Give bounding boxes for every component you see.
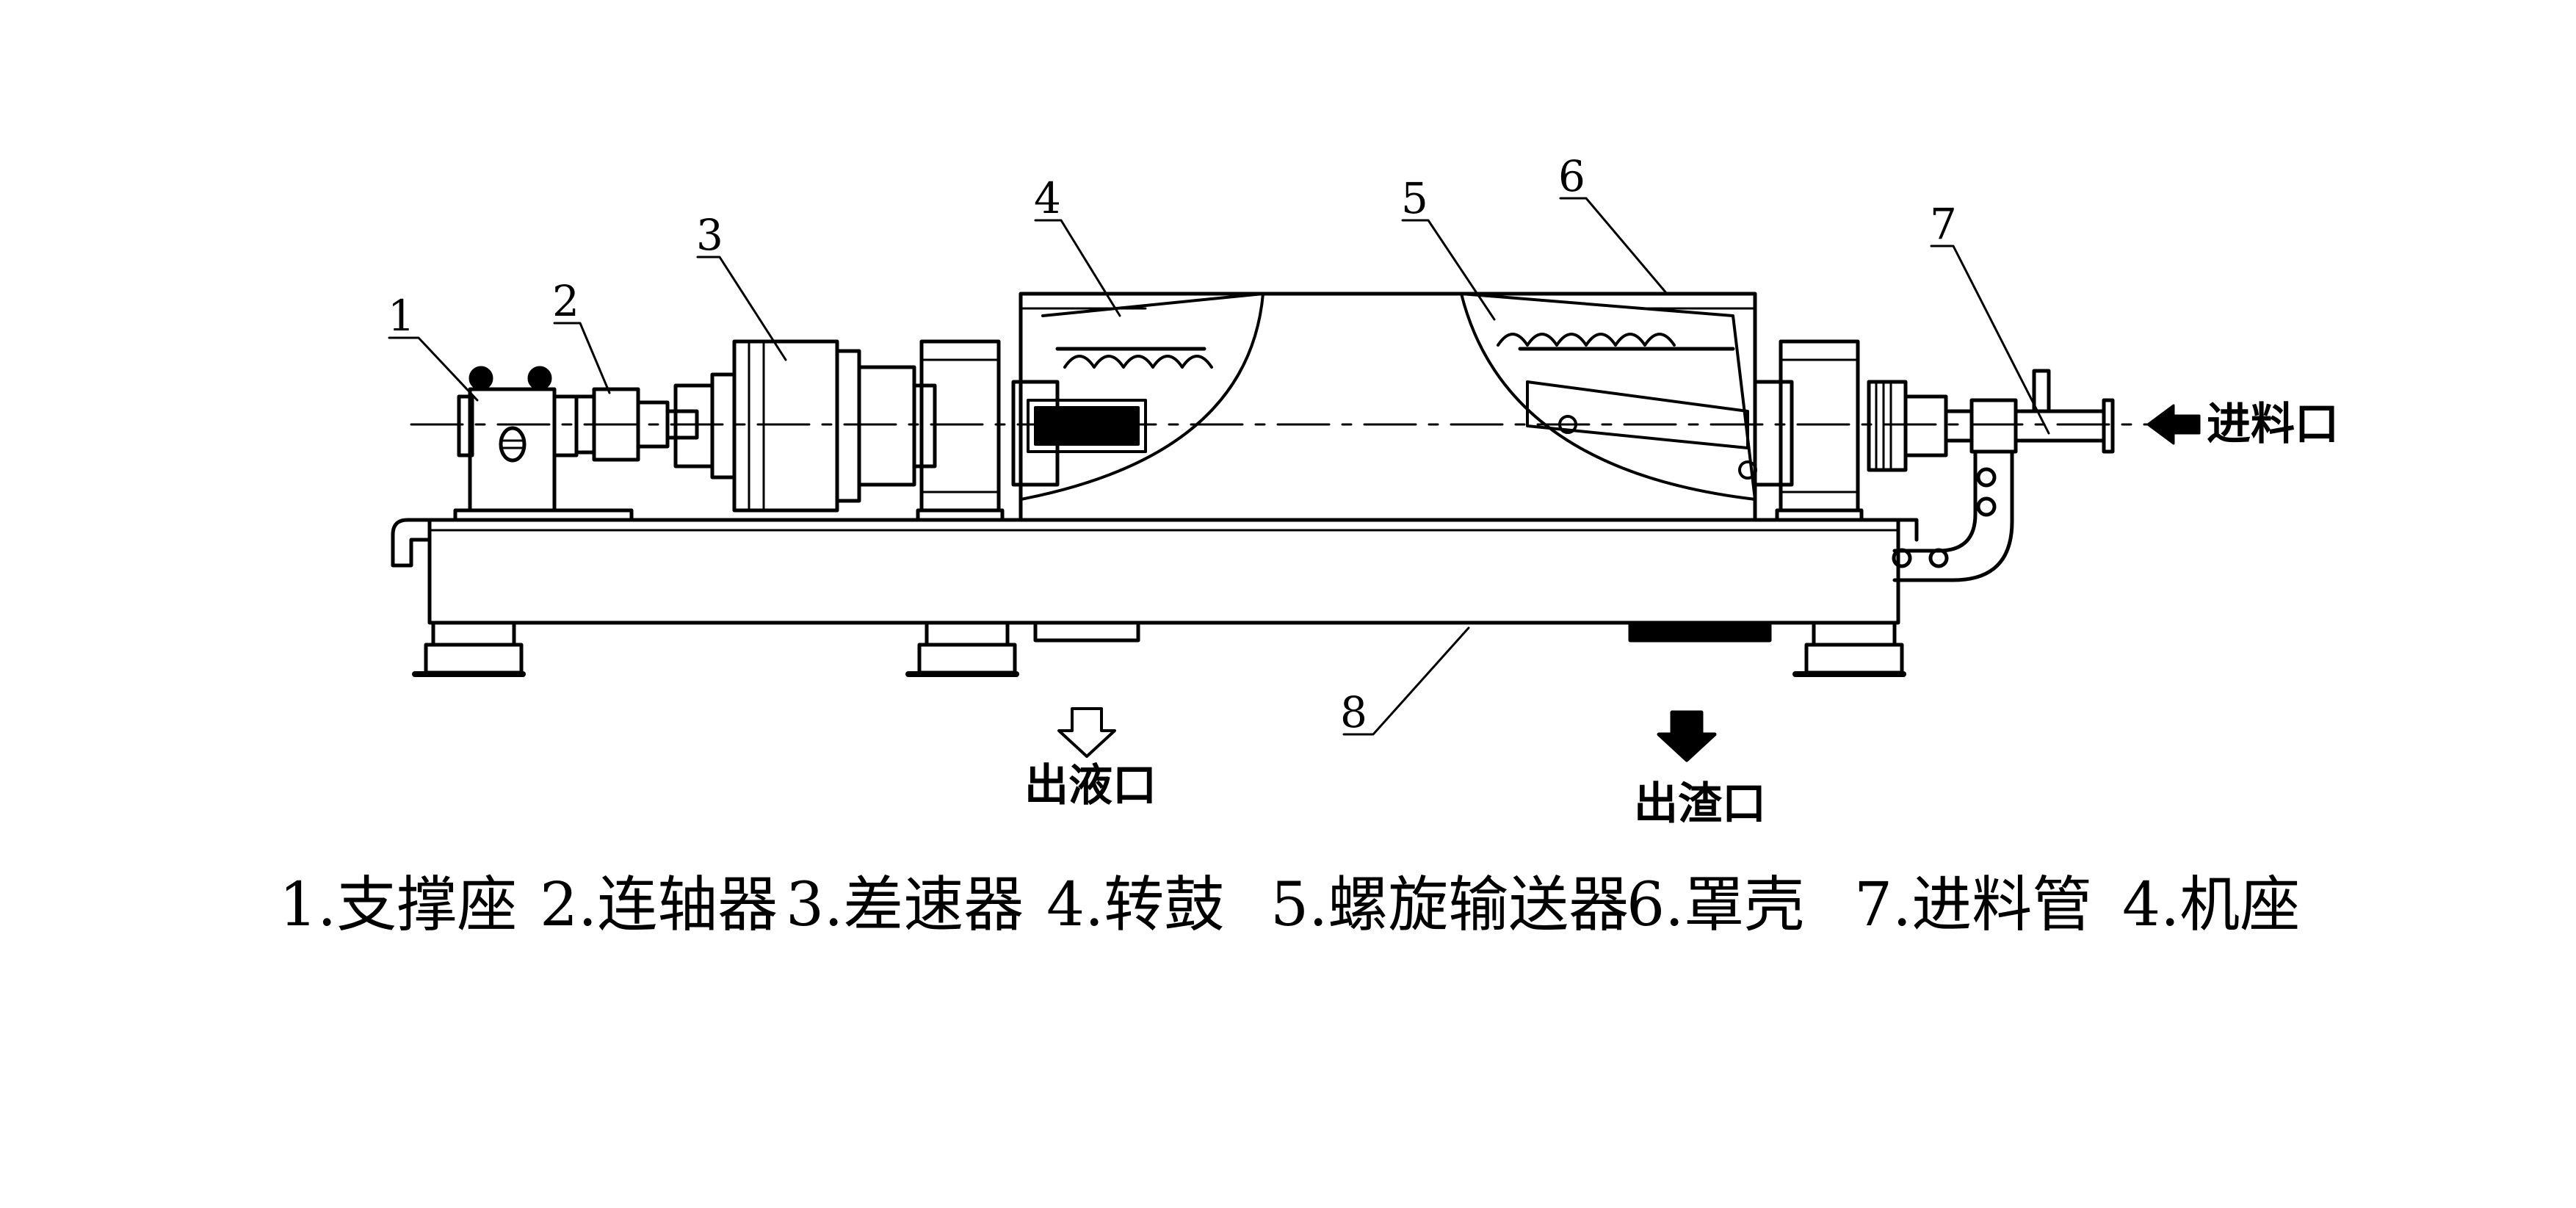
solids-outlet-label: 出渣口	[1634, 778, 1766, 830]
right-bearing-housing	[1775, 339, 1948, 522]
inlet-arrow	[2146, 404, 2201, 445]
legend-item: 5.螺旋输送器	[1270, 870, 1629, 940]
callout-4: 4	[1034, 173, 1061, 223]
screw-conveyor	[1027, 333, 1757, 480]
callout-5: 5	[1401, 173, 1428, 223]
foot-mid	[905, 621, 1019, 677]
leader-lines	[388, 197, 2050, 736]
feed-pipe	[1892, 369, 2115, 582]
support-seat	[453, 366, 634, 522]
callout-8: 8	[1340, 687, 1367, 737]
legend: 1.支撑座 2.连轴器 3.差速器 4.转鼓 5.螺旋输送器 6.罩壳 7.进料…	[279, 870, 2300, 940]
foot-right	[1792, 621, 1906, 677]
legend-item: 1.支撑座	[279, 870, 517, 940]
legend-item: 3.差速器	[786, 870, 1024, 940]
solids-outlet-arrow	[1657, 710, 1717, 762]
left-bearing-housing	[916, 339, 1005, 522]
inlet-label: 进料口	[2207, 399, 2339, 450]
liquid-outlet-arrow	[1057, 707, 1116, 758]
differential	[673, 339, 937, 513]
callout-3: 3	[696, 210, 723, 260]
legend-item: 4.转鼓	[1046, 870, 1224, 940]
legend-item: 4.机座	[2122, 870, 2300, 940]
base-frame	[391, 518, 1919, 625]
liquid-chute	[1033, 621, 1140, 643]
liquid-outlet-label: 出液口	[1024, 760, 1157, 811]
callout-1: 1	[388, 291, 415, 341]
callout-6: 6	[1558, 151, 1585, 201]
coupling	[574, 387, 699, 462]
solids-chute	[1628, 621, 1772, 643]
foot-left	[412, 621, 526, 677]
legend-item: 2.连轴器	[540, 870, 778, 940]
callout-2: 2	[552, 276, 579, 326]
callout-7: 7	[1930, 199, 1957, 249]
bowl	[1011, 292, 1794, 501]
legend-item: 7.进料管	[1854, 870, 2092, 940]
legend-item: 6.罩壳	[1627, 870, 1804, 940]
